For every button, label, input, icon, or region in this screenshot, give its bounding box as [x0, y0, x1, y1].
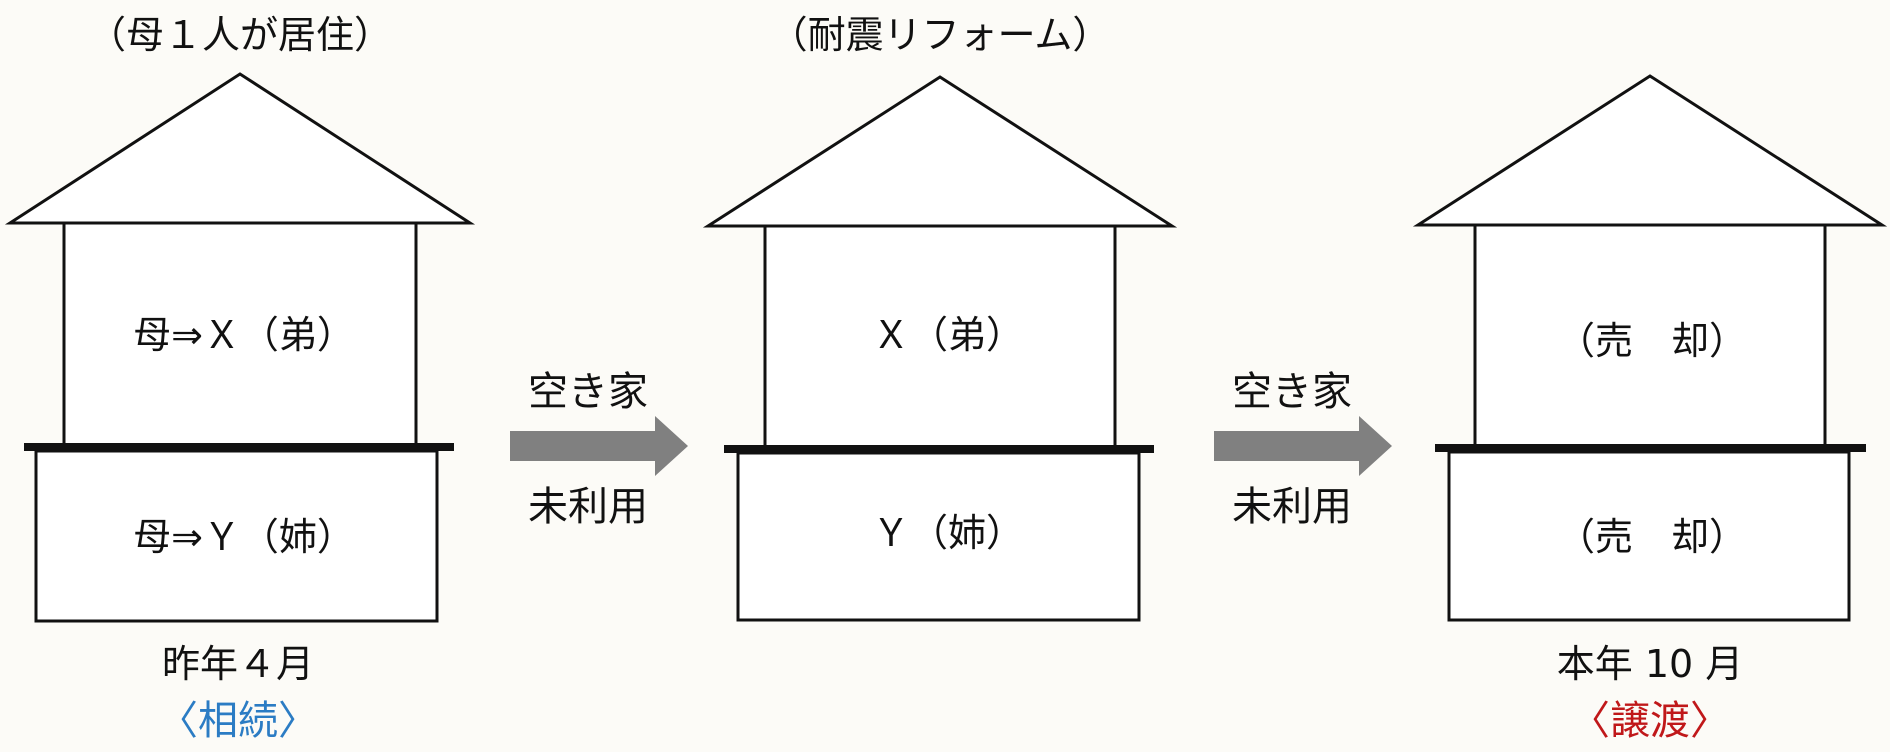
house-3-date: 本年 10 月 — [1557, 642, 1744, 686]
house-1-upper-label: 母⇒Ｘ（弟） — [133, 313, 355, 357]
house-2-lower-floor — [736, 451, 1141, 622]
house-1-caption: （母１人が居住） — [88, 13, 392, 57]
house-2: （耐震リフォーム） Ｘ（弟） Ｙ（姉） — [702, 13, 1178, 622]
house-1: （母１人が居住） 母⇒Ｘ（弟） 母⇒Ｙ（姉） 昨年４月 〈相続〉 — [4, 13, 476, 744]
house-3-roof — [1412, 74, 1888, 227]
house-1-lower-label: 母⇒Ｙ（姉） — [133, 515, 355, 559]
house-1-event: 〈相続〉 — [158, 698, 318, 744]
arrow-2-top-label: 空き家 — [1232, 369, 1352, 415]
house-2-caption: （耐震リフォーム） — [770, 13, 1111, 57]
arrow-2-shape — [1214, 416, 1392, 476]
house-3-lower-label: （売 却） — [1557, 515, 1747, 559]
house-2-upper-label: Ｘ（弟） — [872, 313, 1024, 357]
house-1-upper-floor — [62, 221, 418, 448]
arrow-2-bottom-label: 未利用 — [1232, 484, 1352, 530]
house-3-lower-floor — [1447, 450, 1851, 622]
arrow-2: 空き家 未利用 — [1214, 369, 1392, 530]
house-1-lower-floor — [34, 449, 439, 623]
house-3-upper-label: （売 却） — [1557, 319, 1747, 363]
arrow-1-top-label: 空き家 — [528, 369, 648, 415]
arrow-1-shape — [510, 416, 688, 476]
house-2-roof — [702, 75, 1178, 228]
house-3-upper-floor — [1473, 223, 1827, 449]
house-2-lower-label: Ｙ（姉） — [872, 511, 1024, 555]
house-3-event: 〈譲渡〉 — [1570, 698, 1730, 744]
arrow-1-bottom-label: 未利用 — [528, 484, 648, 530]
house-1-roof — [4, 72, 476, 225]
house-1-date: 昨年４月 — [162, 642, 314, 686]
house-3: （売 却） （売 却） 本年 10 月 〈譲渡〉 — [1412, 74, 1888, 744]
arrow-1: 空き家 未利用 — [510, 369, 688, 530]
